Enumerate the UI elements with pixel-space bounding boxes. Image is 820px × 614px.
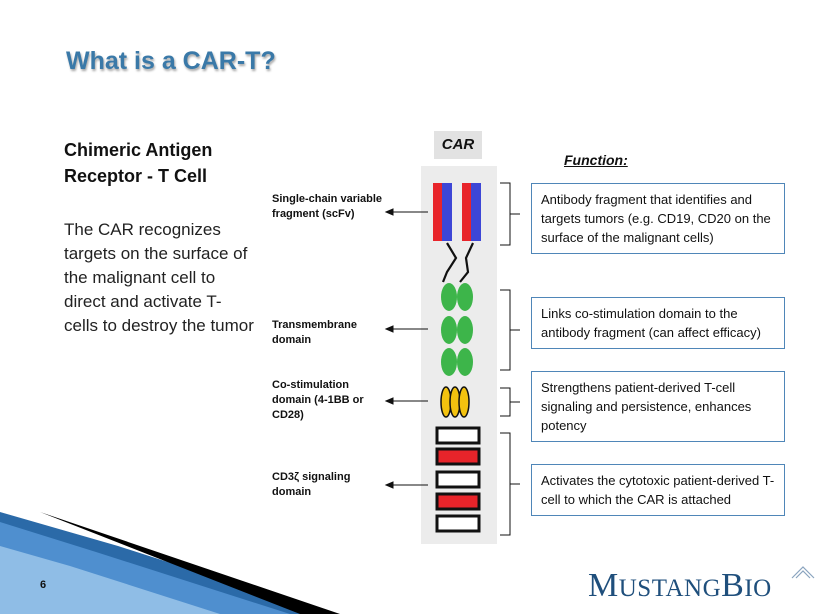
logo-text-ustang: USTANG <box>618 575 722 602</box>
cd3-zeta-signaling-icon <box>435 426 481 533</box>
car-label: CAR <box>434 131 482 159</box>
function-box-scfv: Antibody fragment that identifies and ta… <box>531 183 785 254</box>
mustang-bio-logo: MUSTANGBIO <box>588 566 772 609</box>
function-box-cd3-zeta: Activates the cytotoxic patient-derived … <box>531 464 785 516</box>
logo-text-io: IO <box>744 575 772 602</box>
part-label-transmembrane: Transmembrane domain <box>272 319 357 346</box>
logo-mountain-icon <box>791 566 815 579</box>
logo-letter-m: M <box>588 567 619 604</box>
label-arrows <box>384 208 428 489</box>
page-number: 6 <box>40 579 47 591</box>
costimulation-domain-icon <box>440 386 470 418</box>
part-label-cd3-zeta: CD3ζ signaling domain <box>272 471 351 498</box>
logo-letter-b: B <box>721 567 745 604</box>
slide-title: What is a CAR-T? <box>66 47 276 75</box>
function-brackets <box>500 182 520 536</box>
slide-subtitle: Chimeric Antigen Receptor - T Cell <box>64 140 213 186</box>
corner-swoosh-decoration <box>0 512 340 614</box>
part-label-costimulation: Co-stimulation domain (4-1BB or CD28) <box>272 379 364 421</box>
function-box-costimulation: Strengthens patient-derived T-cell signa… <box>531 371 785 442</box>
scfv-fragment-icon <box>433 183 481 241</box>
part-label-scfv: Single-chain variable fragment (scFv) <box>272 193 383 220</box>
transmembrane-domain-icon <box>441 283 473 376</box>
hinge-icon <box>441 242 474 283</box>
slide-description: The CAR recognizes targets on the surfac… <box>64 220 254 335</box>
function-header: Function: <box>564 152 628 168</box>
function-box-transmembrane: Links co-stimulation domain to the antib… <box>531 297 785 349</box>
